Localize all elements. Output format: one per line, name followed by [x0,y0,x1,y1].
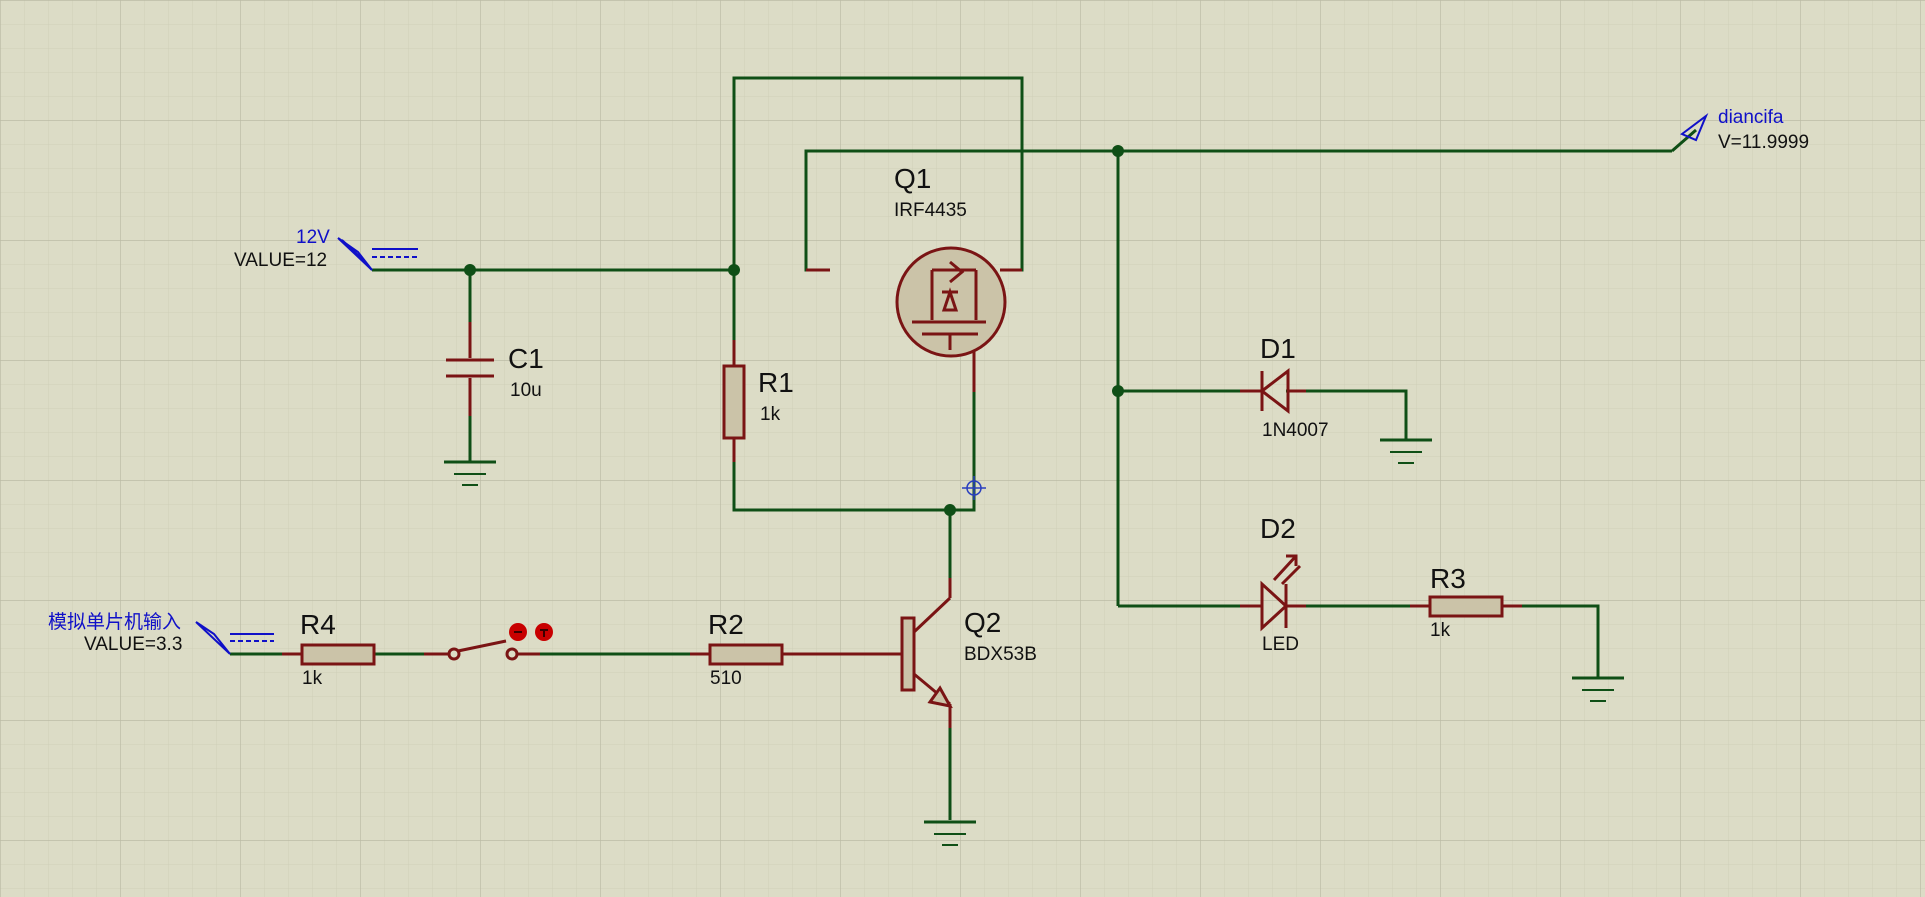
junction-dot-icon [1112,385,1124,397]
wire-r1-bottom[interactable] [732,440,974,512]
terminal-value: VALUE=3.3 [84,634,182,655]
r2-ref: R2 [708,609,744,640]
d2-ref: D2 [1260,513,1296,544]
r1-ref: R1 [758,367,794,398]
junctions [464,145,1124,516]
d2-value: LED [1262,634,1299,655]
junction-dot-icon [944,504,956,516]
mosfet-q1[interactable] [806,246,1022,392]
d1-value: 1N4007 [1262,420,1329,441]
resistor-r1[interactable] [722,340,746,462]
switch-state-indicators[interactable] [509,623,553,641]
wires [230,76,1697,820]
resistor-r2[interactable] [690,643,804,666]
wire-d1-cathode[interactable] [1286,389,1408,440]
r4-ref: R4 [300,609,336,640]
capacitor-c1[interactable] [446,322,494,416]
emitter-arrow-icon [927,685,953,709]
led-d2[interactable] [1240,554,1306,632]
wire-r3-ground[interactable] [1502,604,1600,678]
junction-dot-icon [1112,145,1124,157]
q2-ref: Q2 [964,607,1001,638]
wire-probe-lead[interactable] [1671,128,1697,153]
wire-q1-gate[interactable] [950,392,976,512]
terminal-mcu-input[interactable]: 模拟单片机输入 VALUE=3.3 [48,611,274,655]
ground-c1 [444,460,496,486]
probe-icon [1680,113,1709,142]
r3-ref: R3 [1430,563,1466,594]
mosfet-body [895,246,1007,358]
terminal-12v[interactable]: 12V VALUE=12 [234,227,418,271]
terminal-name: 模拟单片机输入 [48,611,181,633]
terminal-value: VALUE=12 [234,250,327,271]
c1-value: 10u [510,380,542,401]
q1-ref: Q1 [894,163,931,194]
probe-name: diancifa [1718,107,1784,128]
r3-value: 1k [1430,620,1451,641]
terminal-flag-icon [337,237,373,271]
voltage-probe[interactable]: diancifa V=11.9999 [1680,107,1809,153]
c1-ref: C1 [508,343,544,374]
cursor-crosshair-icon [962,476,986,500]
probe-value: V=11.9999 [1718,132,1809,153]
ground-d1 [1380,438,1432,464]
led-light-arrow-icon [1280,564,1302,586]
mosfet-diode-icon [941,287,959,312]
junction-dot-icon [728,264,740,276]
resistor-r4[interactable] [282,643,376,666]
led-light-arrow-icon [1272,554,1298,582]
terminal-flag-icon [195,621,231,655]
switch-icon[interactable] [424,639,540,661]
r2-value: 510 [710,668,742,689]
q2-value: BDX53B [964,644,1037,665]
ground-r3 [1572,676,1624,702]
ground-q2 [924,820,976,846]
r4-value: 1k [302,668,323,689]
diode-d1[interactable] [1240,367,1306,415]
terminal-name: 12V [296,227,330,248]
resistor-r3[interactable] [1410,595,1522,618]
d1-ref: D1 [1260,333,1296,364]
junction-dot-icon [464,264,476,276]
r1-value: 1k [760,404,781,425]
q1-value: IRF4435 [894,200,967,221]
